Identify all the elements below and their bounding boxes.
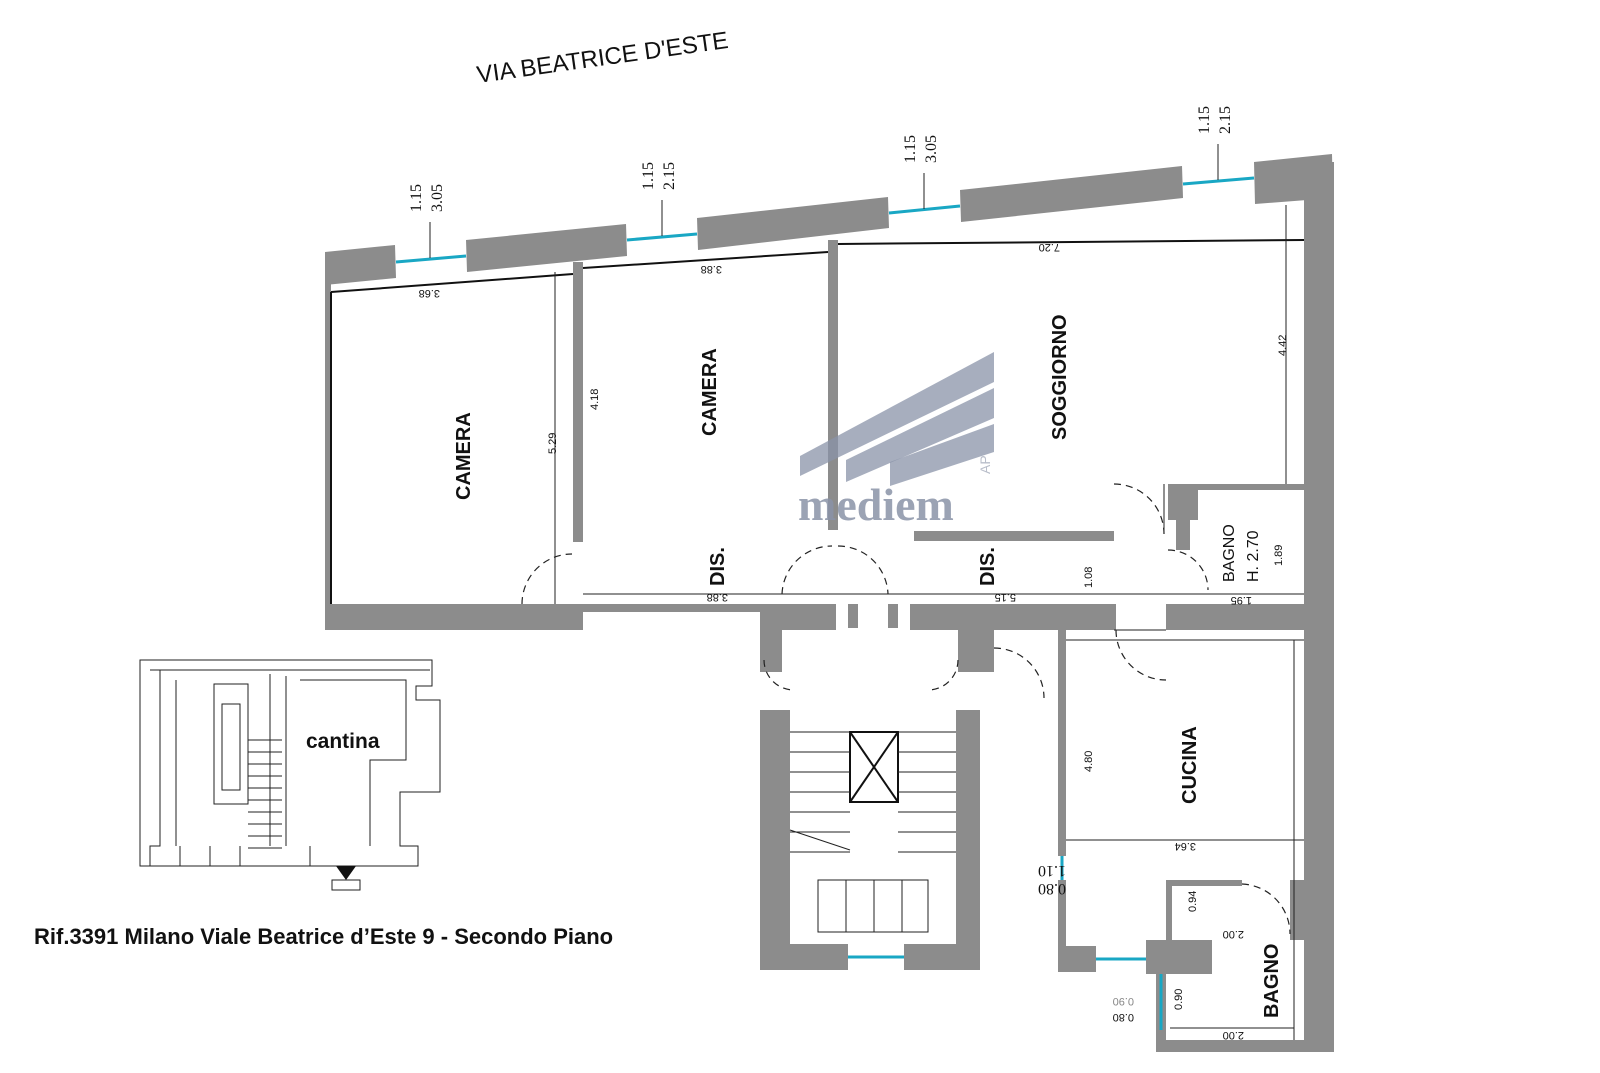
svg-text:3.05: 3.05 <box>923 135 940 163</box>
svg-text:1.15: 1.15 <box>408 184 425 212</box>
svg-text:5.29: 5.29 <box>547 433 559 454</box>
svg-text:1.15: 1.15 <box>640 162 657 190</box>
svg-text:4.42: 4.42 <box>1277 335 1289 356</box>
facade-windows <box>395 176 1255 264</box>
room-label-bagno: BAGNO <box>1221 524 1238 582</box>
svg-text:1.15: 1.15 <box>1196 106 1213 134</box>
stairwell <box>789 731 956 933</box>
svg-text:3.05: 3.05 <box>429 184 446 212</box>
cantina-inset: cantina <box>139 659 441 891</box>
room-label-cucina: CUCINA <box>1179 726 1201 804</box>
svg-text:3.68: 3.68 <box>419 287 440 299</box>
svg-text:1.95: 1.95 <box>1231 594 1252 606</box>
svg-text:5.15: 5.15 <box>995 591 1016 603</box>
svg-text:0.80: 0.80 <box>1038 880 1066 897</box>
room-label-camera: CAMERA <box>699 348 721 436</box>
svg-text:2.00: 2.00 <box>1223 1029 1244 1041</box>
street-label: VIA BEATRICE D'ESTE <box>475 27 730 89</box>
room-labels: CAMERA CAMERA SOGGIORNO DIS. DIS. BAGNO … <box>453 314 1283 1018</box>
svg-text:1.15: 1.15 <box>902 135 919 163</box>
svg-text:1.89: 1.89 <box>1273 545 1285 566</box>
interior-lines <box>330 205 1305 1040</box>
room-label-dis: DIS. <box>707 547 729 586</box>
svg-text:1.08: 1.08 <box>1083 567 1095 588</box>
room-label-soggiorno: SOGGIORNO <box>1049 314 1071 440</box>
svg-text:2.15: 2.15 <box>661 162 678 190</box>
cantina-label: cantina <box>306 730 380 753</box>
svg-text:0.94: 0.94 <box>1187 891 1199 912</box>
room-label-bagno: BAGNO <box>1261 944 1283 1018</box>
svg-text:3.88: 3.88 <box>707 591 728 603</box>
outer-walls <box>325 154 1334 1052</box>
svg-text:0.80: 0.80 <box>1113 1011 1134 1023</box>
logo-side-text: AP <box>977 455 993 474</box>
svg-text:1.10: 1.10 <box>1038 862 1066 879</box>
svg-text:2.00: 2.00 <box>1223 928 1244 940</box>
room-dimensions: 3.68 5.29 3.88 4.18 7.20 4.42 3.88 5.15 … <box>419 241 1289 1041</box>
room-label-camera: CAMERA <box>453 412 475 500</box>
room-label-bagno-height: H. 2.70 <box>1245 530 1262 582</box>
svg-text:4.80: 4.80 <box>1083 751 1095 772</box>
room-label-dis: DIS. <box>977 547 999 586</box>
logo-text: mediem <box>798 479 954 530</box>
plan-caption: Rif.3391 Milano Viale Beatrice d’Este 9 … <box>34 924 613 949</box>
window-dimensions: 1.15 3.05 1.15 2.15 1.15 3.05 1.15 2.15 <box>408 106 1234 258</box>
side-windows <box>848 856 1163 1030</box>
svg-text:3.88: 3.88 <box>701 263 722 275</box>
watermark-logo: mediem AP <box>798 352 994 530</box>
svg-text:3.64: 3.64 <box>1175 840 1196 852</box>
doors <box>521 483 1291 935</box>
svg-text:7.20: 7.20 <box>1039 241 1060 253</box>
svg-text:0.90: 0.90 <box>1113 995 1134 1007</box>
svg-text:2.15: 2.15 <box>1217 106 1234 134</box>
svg-text:0.90: 0.90 <box>1173 989 1185 1010</box>
svg-text:4.18: 4.18 <box>589 389 601 410</box>
interior-walls <box>573 240 1334 1052</box>
